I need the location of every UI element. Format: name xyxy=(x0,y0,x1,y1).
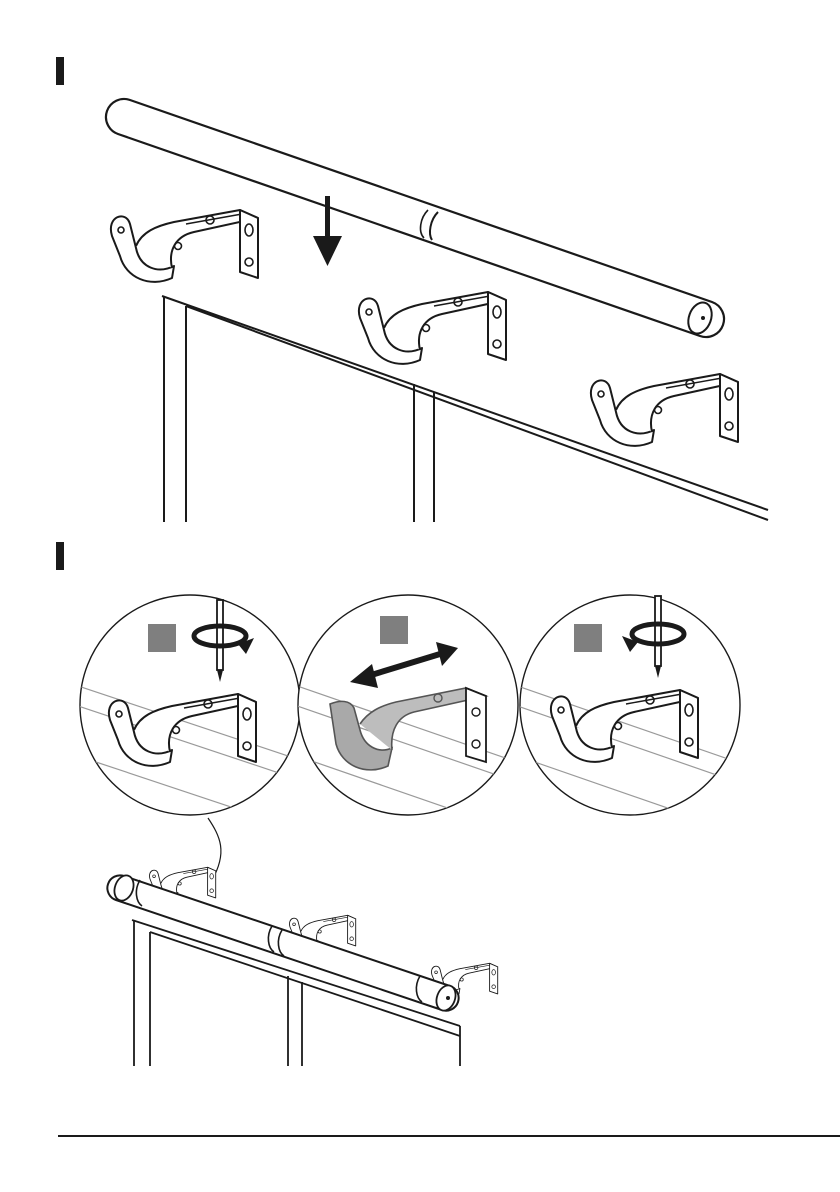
window-frame xyxy=(162,296,768,522)
detail-circle-loosen xyxy=(60,595,330,840)
sub-step-badge-3 xyxy=(574,624,602,652)
bracket-middle xyxy=(359,292,506,364)
screwdriver-icon xyxy=(217,600,223,682)
step-2-illustration xyxy=(60,595,760,1066)
sub-step-badge-2 xyxy=(380,616,408,644)
bracket-left xyxy=(111,210,258,282)
detail-circle-tighten xyxy=(500,595,760,840)
detail-circle-slide xyxy=(280,595,540,840)
screwdriver-icon xyxy=(655,596,661,678)
footer-rule xyxy=(58,1135,840,1137)
sub-step-badge-1 xyxy=(148,624,176,652)
step-1-illustration xyxy=(106,99,768,522)
bracket-right xyxy=(591,374,738,446)
